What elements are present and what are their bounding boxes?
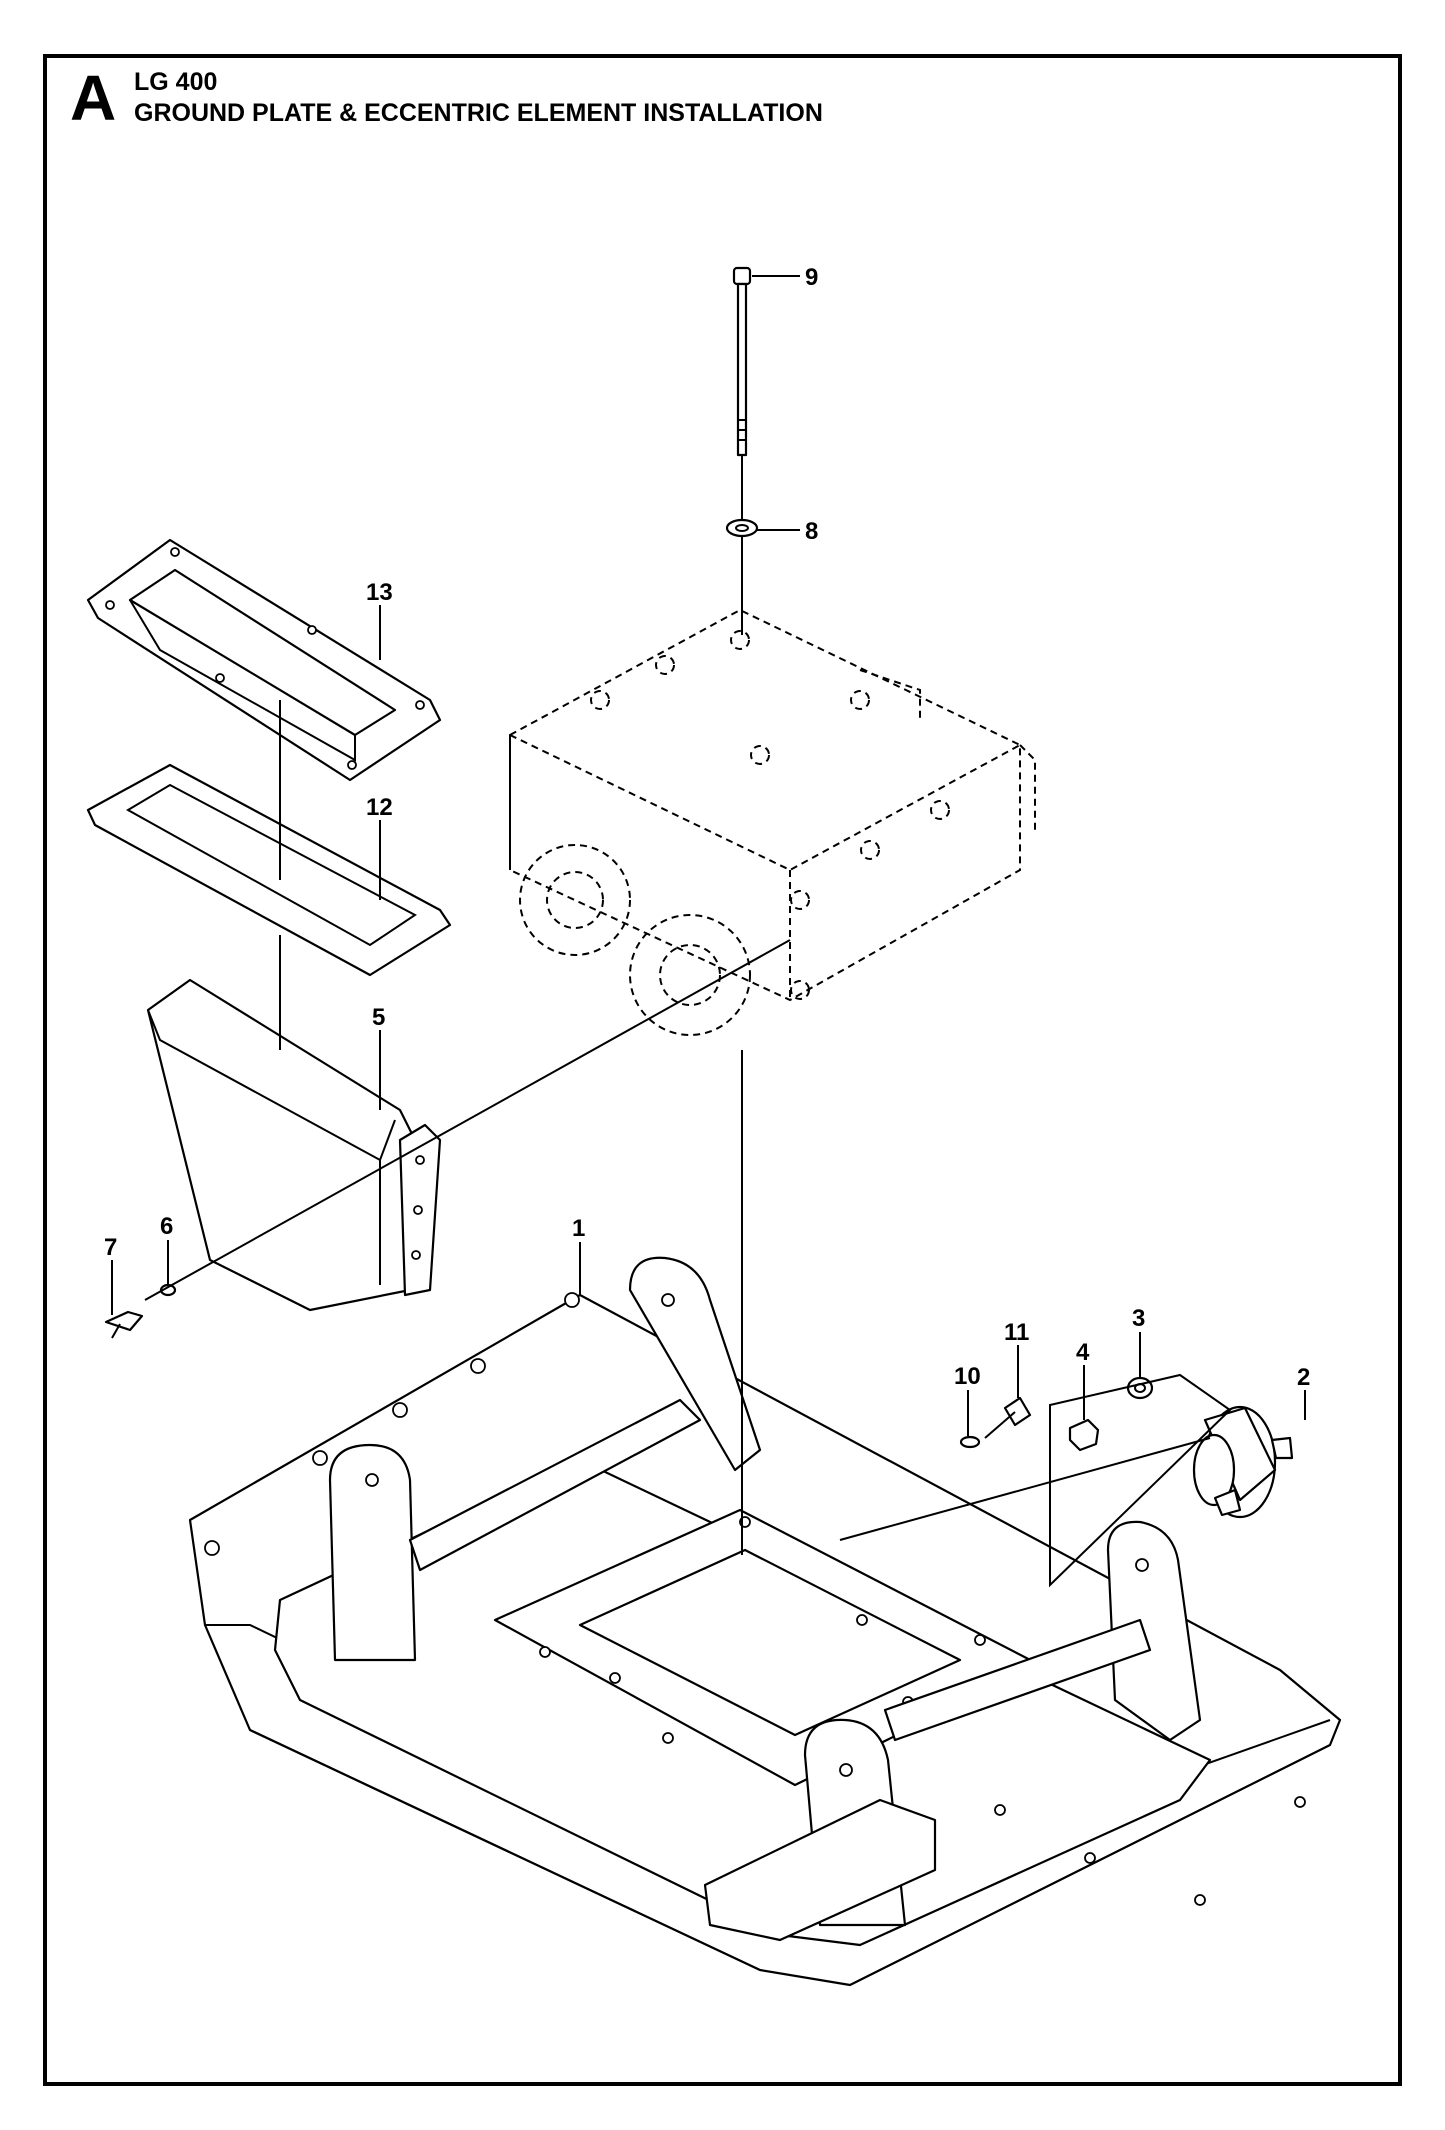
assembly-lines bbox=[144, 455, 1232, 1588]
plug-11 bbox=[1003, 1396, 1032, 1427]
washer-8 bbox=[725, 518, 759, 538]
callout-9: 9 bbox=[805, 264, 818, 291]
callout-12: 12 bbox=[366, 794, 393, 821]
callout-2: 2 bbox=[1297, 1364, 1310, 1391]
screw-7 bbox=[104, 1310, 144, 1339]
callout-13: 13 bbox=[366, 579, 393, 606]
buffer-2 bbox=[1192, 1405, 1294, 1519]
callout-3: 3 bbox=[1132, 1305, 1145, 1332]
callout-4: 4 bbox=[1076, 1339, 1090, 1366]
section-letter: A bbox=[70, 62, 117, 134]
page-title: GROUND PLATE & ECCENTRIC ELEMENT INSTALL… bbox=[134, 99, 823, 127]
eccentric-element-phantom bbox=[509, 608, 1036, 1036]
callout-6: 6 bbox=[160, 1213, 173, 1240]
cover-13 bbox=[86, 538, 442, 782]
callout-10: 10 bbox=[954, 1363, 981, 1390]
callout-8: 8 bbox=[805, 518, 818, 545]
callout-1: 1 bbox=[572, 1215, 585, 1242]
model-name: LG 400 bbox=[134, 68, 218, 96]
callout-5: 5 bbox=[372, 1004, 385, 1031]
drawing-frame bbox=[43, 54, 1402, 2086]
bolt-9 bbox=[732, 266, 752, 457]
callout-7: 7 bbox=[104, 1234, 117, 1261]
nut-4 bbox=[1068, 1418, 1100, 1452]
washer-3 bbox=[1126, 1376, 1154, 1400]
leader-lines bbox=[111, 275, 1306, 1436]
callout-11: 11 bbox=[1004, 1319, 1029, 1346]
washer-10 bbox=[959, 1435, 981, 1449]
ground-plate bbox=[188, 1256, 1342, 1987]
gasket-12 bbox=[86, 763, 452, 977]
bracket-5 bbox=[146, 978, 442, 1312]
